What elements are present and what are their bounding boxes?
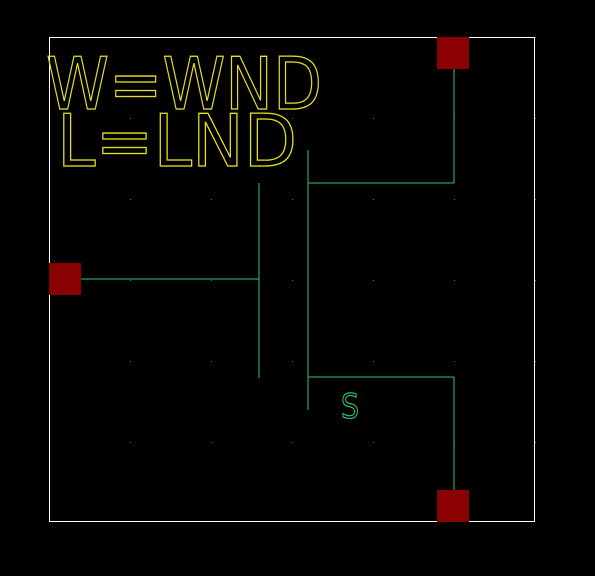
grid-dot	[292, 199, 293, 200]
length-parameter-label[interactable]: L=LND	[56, 98, 297, 183]
grid-dot	[373, 442, 374, 443]
source-pin[interactable]	[437, 490, 469, 522]
grid-dot	[211, 361, 212, 362]
grid-dot	[373, 199, 374, 200]
grid-dot	[211, 280, 212, 281]
grid-dot	[130, 199, 131, 200]
grid-dot	[535, 199, 536, 200]
grid-dot	[130, 118, 131, 119]
grid-dot	[454, 199, 455, 200]
grid-dot	[130, 442, 131, 443]
grid-dot	[535, 280, 536, 281]
gate-pin[interactable]	[49, 263, 81, 295]
grid-dot	[130, 361, 131, 362]
grid-dot	[292, 361, 293, 362]
grid-dot	[292, 118, 293, 119]
grid-dot	[535, 442, 536, 443]
grid-dot	[292, 280, 293, 281]
grid-dot	[211, 442, 212, 443]
grid-dot	[211, 199, 212, 200]
grid-dot	[373, 280, 374, 281]
transistor-symbol[interactable]	[80, 68, 455, 491]
source-pin-label[interactable]: S	[340, 386, 359, 427]
grid-dot	[454, 361, 455, 362]
grid-dot	[292, 442, 293, 443]
grid-dot	[454, 280, 455, 281]
grid-dot	[373, 118, 374, 119]
width-parameter-label[interactable]: W=WND	[45, 41, 322, 126]
grid-dot	[535, 37, 536, 38]
grid-dot	[130, 280, 131, 281]
drain-pin[interactable]	[437, 37, 469, 69]
grid-dot	[373, 361, 374, 362]
grid-dot	[535, 361, 536, 362]
grid-dot	[535, 118, 536, 119]
grid-dot	[211, 118, 212, 119]
